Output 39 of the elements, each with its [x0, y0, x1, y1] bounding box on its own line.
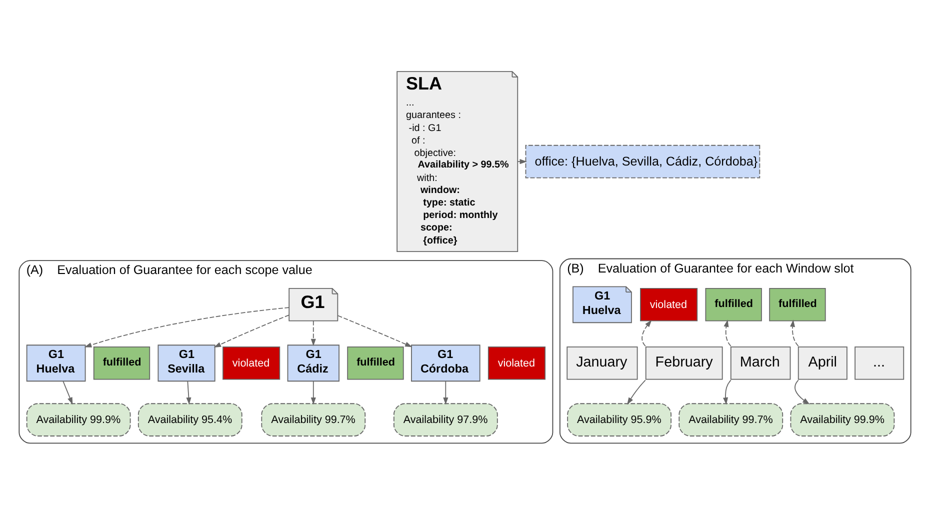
node-box: ...: [854, 346, 904, 380]
arrow: [794, 380, 810, 404]
arrow: [790, 320, 799, 346]
arrow: [337, 315, 412, 348]
arrow: [723, 380, 732, 405]
node-box: fulfilled: [705, 288, 762, 322]
arrow: [627, 380, 646, 405]
node-box: office: {Huelva, Sevilla, Cádiz, Córdoba}: [525, 144, 760, 178]
node-box: February: [645, 346, 723, 380]
arrow: [642, 320, 652, 346]
arrow: [724, 320, 732, 346]
node-box: Availability 99.7%: [678, 403, 784, 436]
node-box: G1 Sevilla: [158, 344, 216, 382]
node-box: G1 Cádiz: [287, 344, 340, 382]
node-box: April: [798, 346, 848, 380]
arrow: [214, 314, 290, 348]
node-box: Availability 97.9%: [393, 403, 498, 436]
node-box: violated: [488, 346, 546, 380]
arrow: [186, 380, 192, 405]
node-box: Availability 95.4%: [138, 403, 242, 436]
arrow: [310, 320, 316, 346]
node-box: fulfilled: [93, 346, 150, 380]
arrow: [62, 380, 73, 405]
node-box: violated: [222, 346, 280, 380]
node-box: G1 Huelva: [26, 344, 86, 382]
arrow: [84, 307, 290, 348]
node-box: G1 Córdoba: [411, 344, 480, 382]
node-box: Availability 99.7%: [261, 403, 366, 436]
node-box: fulfilled: [769, 288, 826, 322]
node-box: violated: [640, 288, 698, 322]
node-box: January: [566, 346, 638, 380]
node-box: Availability 99.9%: [26, 403, 131, 436]
arrow: [443, 380, 448, 405]
node-box: fulfilled: [347, 346, 404, 380]
node-box: Availability 99.9%: [790, 403, 895, 436]
arrow: [310, 380, 316, 405]
node-box: Availability 95.9%: [567, 403, 672, 436]
arrow: [517, 159, 527, 164]
node-box: March: [730, 346, 791, 380]
